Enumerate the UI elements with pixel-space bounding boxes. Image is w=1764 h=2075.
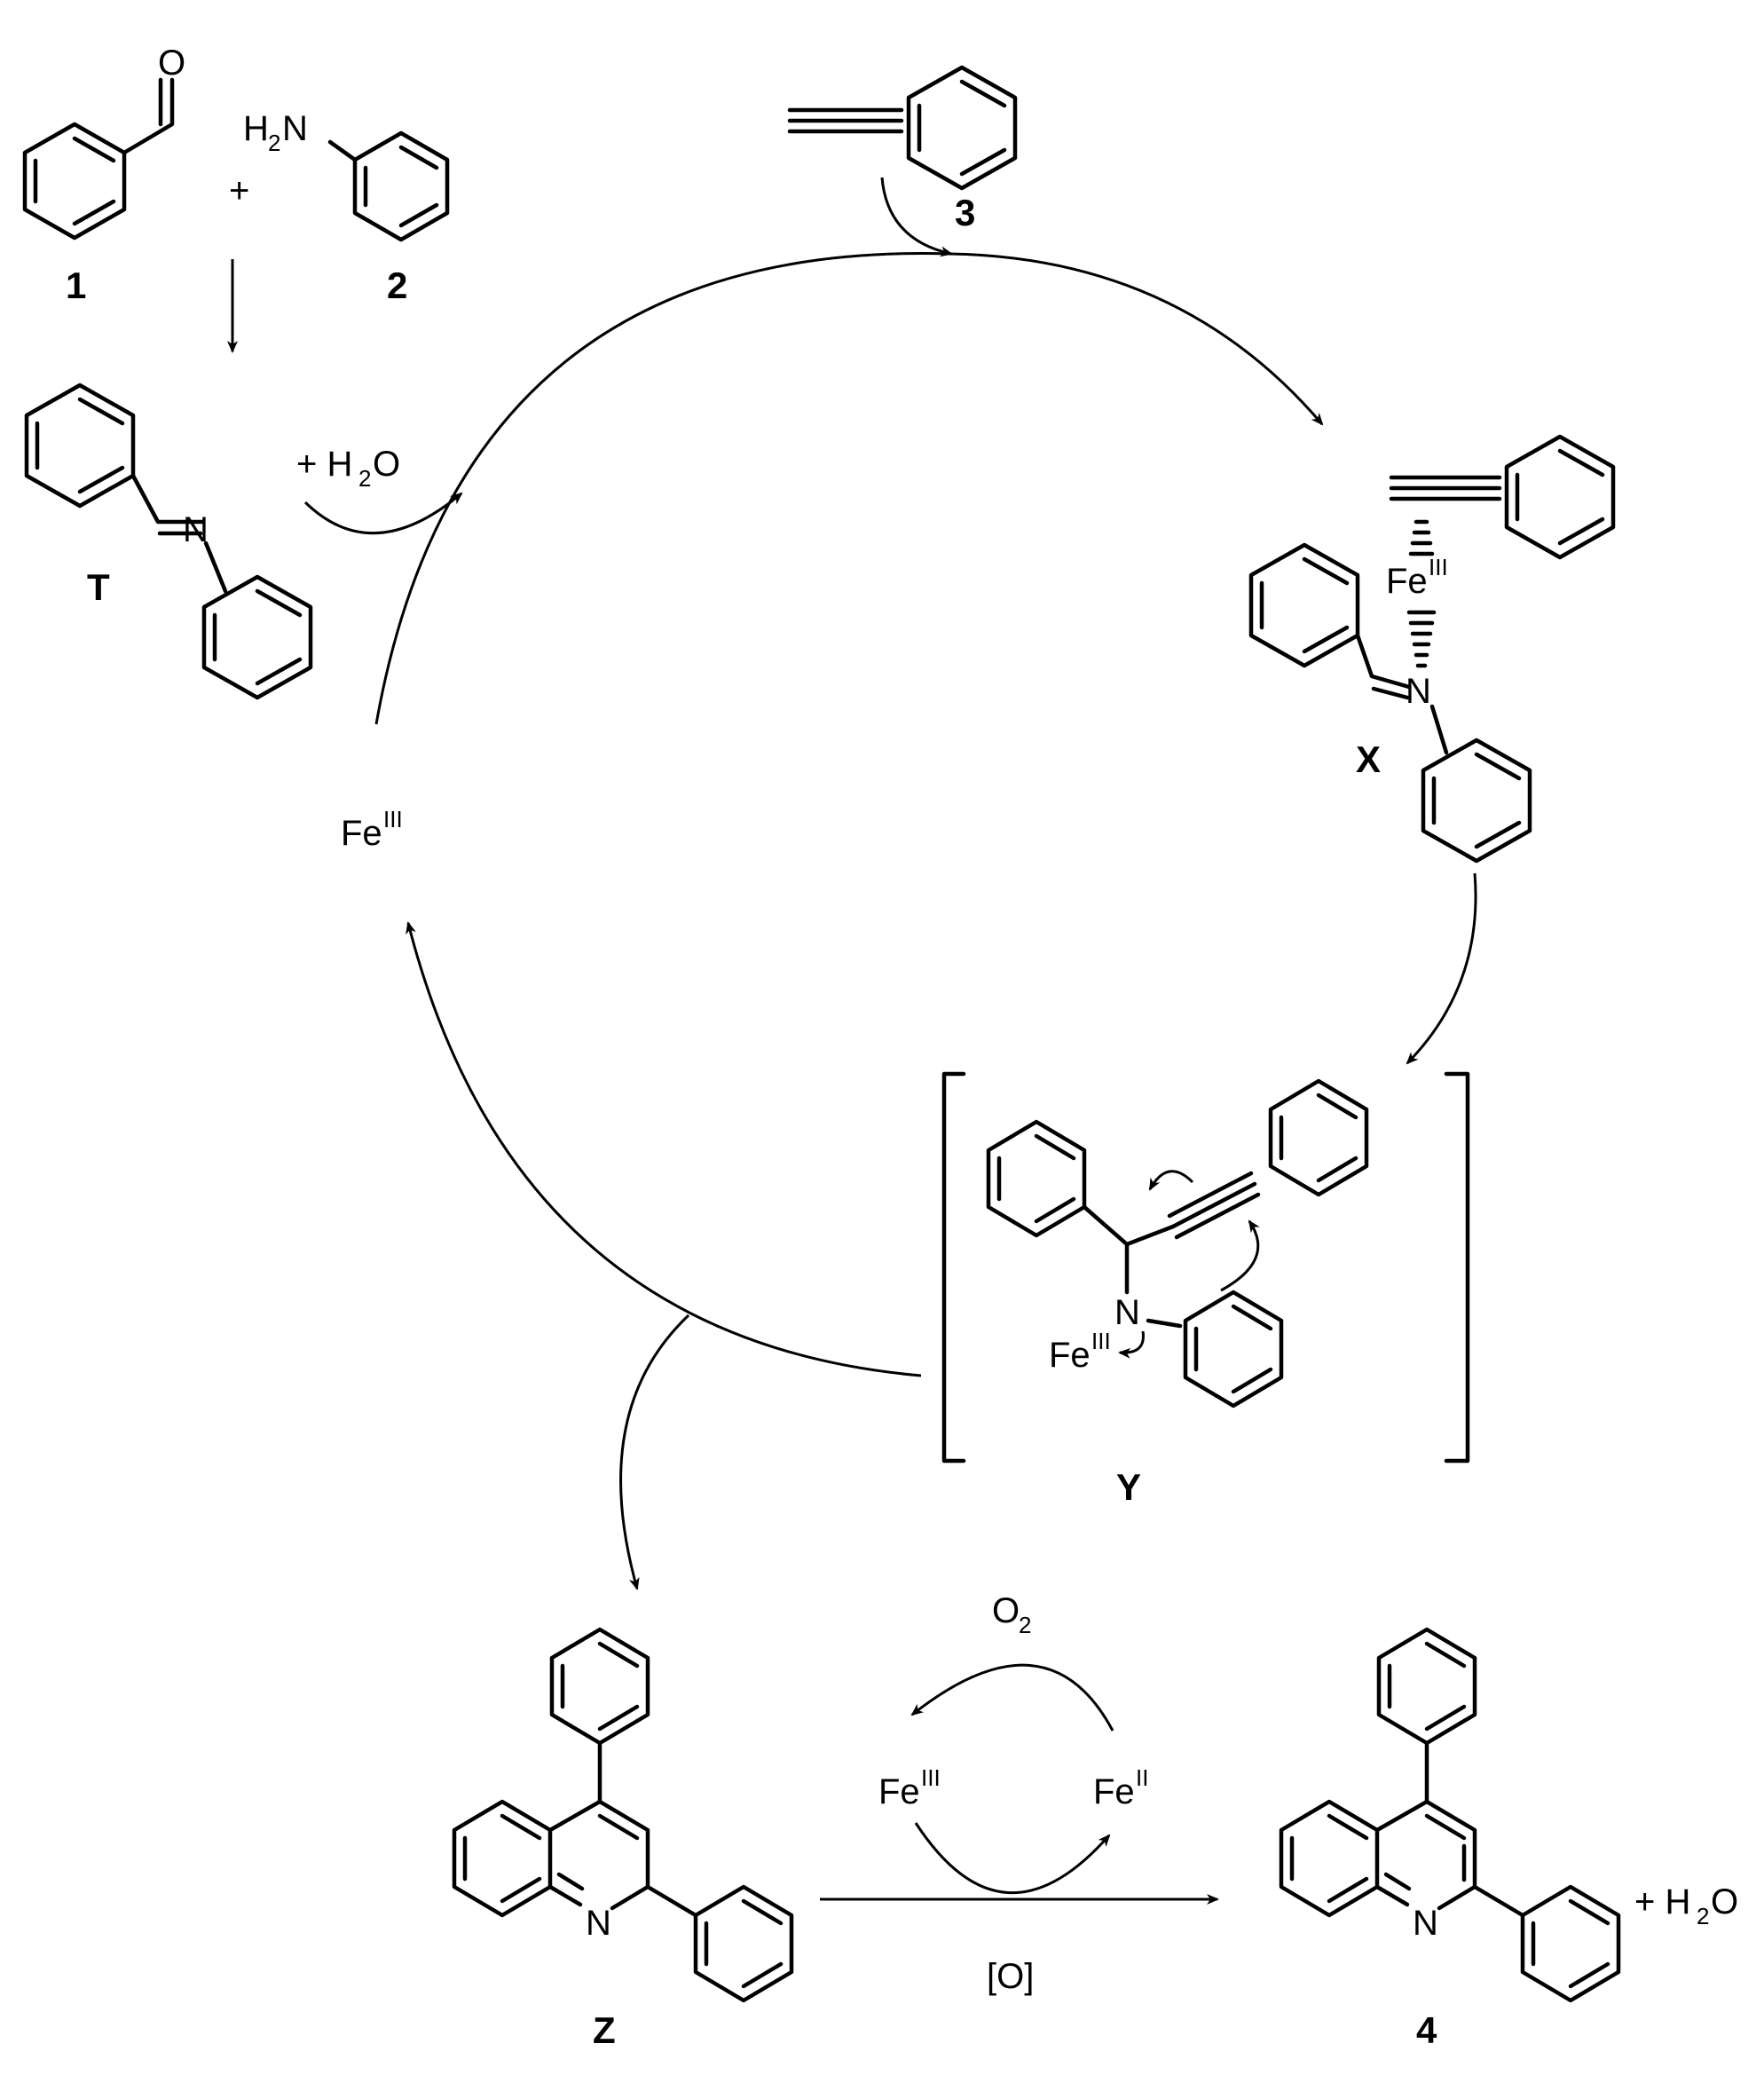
benzaldehyde-structure: O (22, 43, 185, 241)
imine-nitrogen: N (183, 510, 209, 549)
water-release-prefix: + H (296, 445, 352, 484)
intermediate-y-iron: Fe (1049, 1336, 1091, 1375)
intermediate-y-iron-oxidation: III (1091, 1328, 1111, 1354)
compound-label-T: T (87, 566, 110, 608)
water-release-o: O (373, 445, 400, 484)
aldehyde-oxygen: O (158, 43, 185, 83)
compound-label-4: 4 (1416, 2009, 1437, 2051)
intermediate-y-structure (986, 1078, 1369, 1408)
alkyne-entry-arrow (880, 177, 953, 257)
compound-label-2: 2 (387, 264, 407, 306)
compound-label-X: X (1356, 738, 1381, 780)
water-release-subscript: 2 (358, 465, 371, 492)
complex-x-structure (1248, 434, 1616, 864)
iron-iii-label: Fe (878, 1772, 920, 1811)
iron-iii-oxidation: III (921, 1764, 941, 1791)
oxidant-label: [O] (987, 1957, 1034, 1996)
compound-label-3: 3 (955, 192, 975, 233)
iron-ii-label: Fe (1093, 1772, 1135, 1811)
phenylacetylene-structure (787, 65, 1018, 191)
cycle-arc-top (374, 252, 1324, 725)
water-release-arrow (303, 492, 463, 535)
complex-x-iron: Fe (1386, 562, 1428, 601)
iron-ii-oxidation: II (1136, 1764, 1148, 1791)
water-product-subscript: 2 (1697, 1903, 1709, 1929)
cyclization-arrow (619, 1314, 690, 1590)
dioxygen-subscript: 2 (1019, 1612, 1031, 1638)
intermediate-y-nitrogen: N (1114, 1293, 1140, 1332)
intermediate-y-bracket (941, 1071, 1470, 1464)
compound-label-Y: Y (1116, 1466, 1141, 1508)
cycle-arc-right (1406, 872, 1477, 1065)
complex-x-iron-oxidation: III (1429, 554, 1448, 580)
complex-x-nitrogen: N (1406, 672, 1431, 711)
cycle-arc-left (406, 921, 922, 1377)
dioxygen-label: O (992, 1591, 1020, 1630)
amine-h: H (243, 109, 269, 148)
aniline-structure: H 2 N (243, 109, 450, 242)
iron-catalyst-label: Fe (341, 814, 382, 853)
quinoline-nitrogen: N (1413, 1904, 1438, 1943)
water-product-prefix: + H (1634, 1882, 1690, 1921)
compound-label-Z: Z (593, 2009, 616, 2051)
reoxidation-arrow (910, 1663, 1114, 1732)
quinoline-product-structure (1279, 1627, 1621, 2003)
reduction-arrow (914, 1822, 1111, 1894)
imine-structure (24, 383, 313, 700)
water-product-o: O (1711, 1882, 1738, 1921)
amine-n: N (282, 109, 308, 148)
dihydroquinoline-structure (452, 1627, 794, 2003)
dihydroquinoline-nitrogen: N (586, 1904, 611, 1943)
iron-catalyst-oxidation: III (383, 806, 403, 832)
plus-sign: + (229, 171, 249, 210)
amine-subscript: 2 (268, 130, 280, 156)
compound-label-1: 1 (66, 264, 86, 306)
